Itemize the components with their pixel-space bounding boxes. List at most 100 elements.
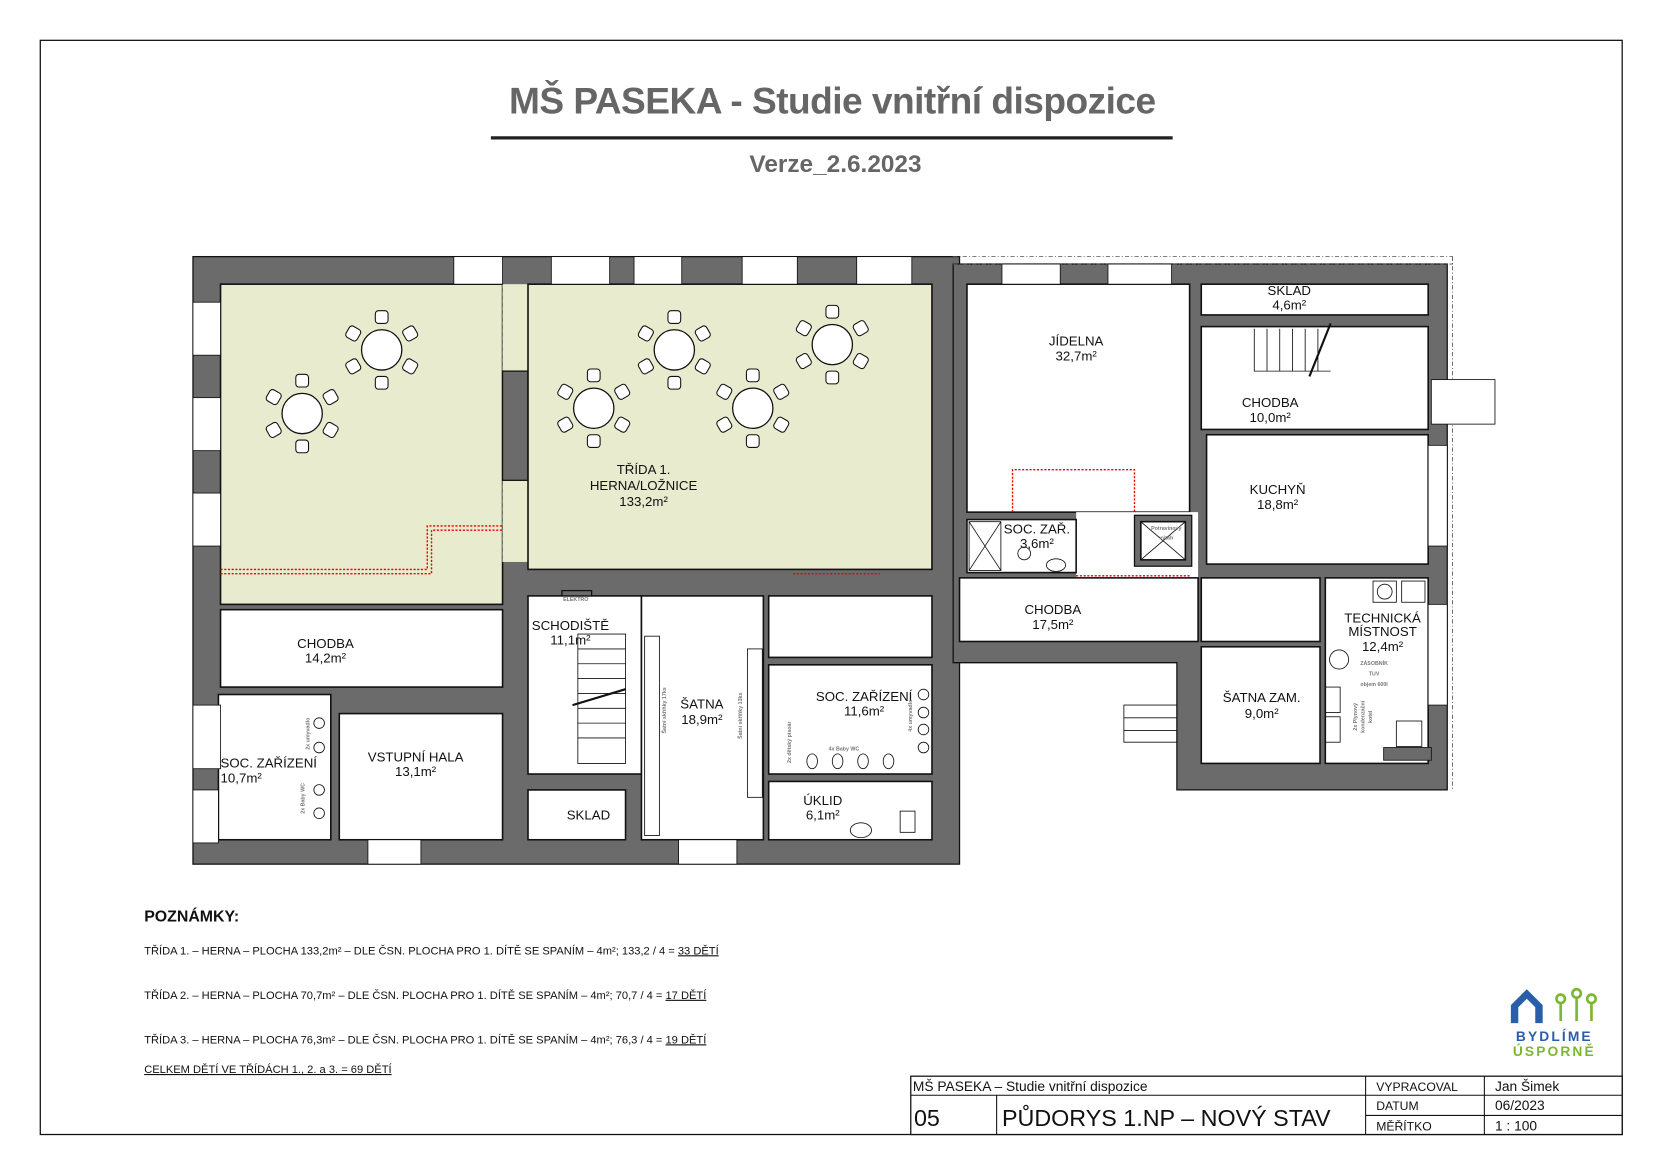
chair bbox=[694, 325, 711, 342]
red-markup-lines bbox=[220, 469, 1190, 577]
date-label: DATUM bbox=[1376, 1099, 1418, 1113]
table bbox=[653, 329, 696, 371]
room-chodba-14 bbox=[219, 608, 504, 688]
chair bbox=[402, 325, 419, 342]
chair bbox=[345, 358, 362, 375]
room-name: KUCHYŇ bbox=[1250, 482, 1306, 497]
chair bbox=[716, 416, 733, 433]
chair bbox=[295, 373, 310, 388]
room-area: 10,0m² bbox=[1250, 410, 1292, 425]
room-name: CHODBA bbox=[1024, 602, 1081, 617]
table bbox=[281, 392, 323, 435]
chair bbox=[825, 304, 840, 319]
fixture-note: 4x umyvadlo bbox=[908, 699, 914, 732]
room-chodba-10 bbox=[1200, 325, 1429, 431]
chair bbox=[322, 389, 339, 406]
room-area: 10,7m² bbox=[221, 771, 263, 786]
room-area: 13,1m² bbox=[395, 764, 437, 779]
room-sklad-bottom bbox=[527, 789, 627, 841]
chair bbox=[773, 416, 790, 433]
note-total: CELKEM DĚTÍ VE TŘÍDÁCH 1., 2. a 3. = 69 … bbox=[144, 1063, 392, 1076]
room-name: SOC. ZAŘÍZENÍ bbox=[221, 756, 318, 771]
notes-heading: POZNÁMKY: bbox=[144, 906, 239, 925]
room-name: SKLAD bbox=[567, 808, 610, 823]
classroom-tables bbox=[265, 304, 869, 454]
chair bbox=[745, 434, 760, 448]
room-labels: TŘÍDA 1. HERNA/LOŽNICE 133,2m² JÍDELNA 3… bbox=[221, 283, 1421, 823]
table bbox=[572, 387, 615, 430]
rooms bbox=[217, 283, 1432, 841]
chair bbox=[637, 325, 654, 342]
room-name: TŘÍDA 1. bbox=[617, 462, 671, 477]
lift-label: výtah bbox=[1159, 536, 1173, 542]
sheet-title: PŮDORYS 1.NP – NOVÝ STAV bbox=[1002, 1103, 1331, 1131]
logo-text: ÚSPORNĚ bbox=[1513, 1042, 1596, 1059]
chair bbox=[694, 358, 711, 375]
electro-box bbox=[561, 589, 593, 597]
room-soc-zar-11 bbox=[767, 664, 933, 775]
room-technicka bbox=[1324, 577, 1429, 765]
sheet-frame bbox=[39, 39, 1623, 1136]
boiler-label: kondenzační bbox=[1361, 700, 1367, 733]
chair bbox=[586, 368, 601, 383]
fixture-note: 2x Baby WC bbox=[300, 783, 306, 814]
room-vstupni-hala bbox=[338, 712, 504, 841]
room-unnamed-east bbox=[1200, 577, 1321, 643]
chair bbox=[402, 358, 419, 375]
project-name: MŠ PASEKA – Studie vnitřní dispozice bbox=[913, 1078, 1148, 1094]
sanitary bbox=[313, 546, 1066, 839]
chair bbox=[614, 383, 631, 400]
note-line: TŘÍDA 1. – HERNA – PLOCHA 133,2m² – DLE … bbox=[144, 944, 719, 957]
room-name: SOC. ZAŘÍZENÍ bbox=[816, 689, 913, 704]
room-name: VSTUPNÍ HALA bbox=[368, 749, 464, 764]
room-area: 18,9m² bbox=[681, 712, 723, 727]
chair bbox=[852, 320, 869, 337]
chair bbox=[825, 370, 840, 385]
chair bbox=[637, 358, 654, 375]
chair bbox=[374, 375, 389, 390]
room-area: 6,1m² bbox=[806, 808, 840, 823]
chair bbox=[795, 320, 812, 337]
table bbox=[360, 329, 403, 371]
room-trida-2 bbox=[219, 283, 504, 606]
title-block: MŠ PASEKA – Studie vnitřní dispozice 05 … bbox=[910, 1075, 1623, 1136]
room-sub: HERNA/LOŽNICE bbox=[590, 478, 698, 493]
fixture-note: 2x umyvadlo bbox=[306, 717, 312, 750]
lift-label: Potravinový bbox=[1151, 526, 1181, 532]
electro-label: ELEKTRO bbox=[563, 597, 588, 603]
lockers-note: Šatní skříňky 13ks bbox=[736, 693, 744, 739]
room-area: 133,2m² bbox=[619, 494, 668, 509]
chair bbox=[667, 310, 682, 324]
room-name: CHODBA bbox=[297, 636, 354, 651]
room-name: SCHODIŠTĚ bbox=[532, 618, 609, 633]
trees-icon bbox=[1555, 987, 1598, 1022]
chair bbox=[265, 421, 282, 439]
chair bbox=[745, 368, 760, 383]
room-name: MÍSTNOST bbox=[1348, 624, 1416, 639]
shower bbox=[968, 521, 1002, 571]
room-kuchyn bbox=[1205, 433, 1429, 565]
room-jidelna bbox=[966, 283, 1191, 513]
chair bbox=[614, 416, 631, 433]
room-area: 9,0m² bbox=[1245, 706, 1279, 721]
chair bbox=[265, 389, 282, 406]
company-logo: BYDLÍME ÚSPORNĚ bbox=[1510, 987, 1598, 1059]
scale: 1 : 100 bbox=[1495, 1118, 1537, 1133]
tech-equipment bbox=[1324, 580, 1432, 761]
logo-text: BYDLÍME bbox=[1516, 1028, 1593, 1044]
boiler-label: kotel bbox=[1368, 710, 1374, 723]
room-name: ŠATNA ZAM. bbox=[1223, 690, 1301, 705]
chair bbox=[374, 310, 389, 324]
room-name: SKLAD bbox=[1268, 283, 1311, 298]
chair bbox=[557, 416, 574, 433]
notes: POZNÁMKY: TŘÍDA 1. – HERNA – PLOCHA 133,… bbox=[144, 906, 719, 1076]
chair bbox=[795, 352, 812, 370]
room-name: CHODBA bbox=[1242, 395, 1299, 410]
chair bbox=[557, 383, 574, 400]
lockers-note: Šatní skříňky 17ks bbox=[660, 687, 668, 733]
chair bbox=[773, 383, 790, 400]
note-line: TŘÍDA 3. – HERNA – PLOCHA 76,3m² – DLE Č… bbox=[144, 1033, 707, 1046]
drawn-by-label: VYPRACOVAL bbox=[1376, 1080, 1458, 1094]
room-area: 11,6m² bbox=[844, 704, 885, 719]
